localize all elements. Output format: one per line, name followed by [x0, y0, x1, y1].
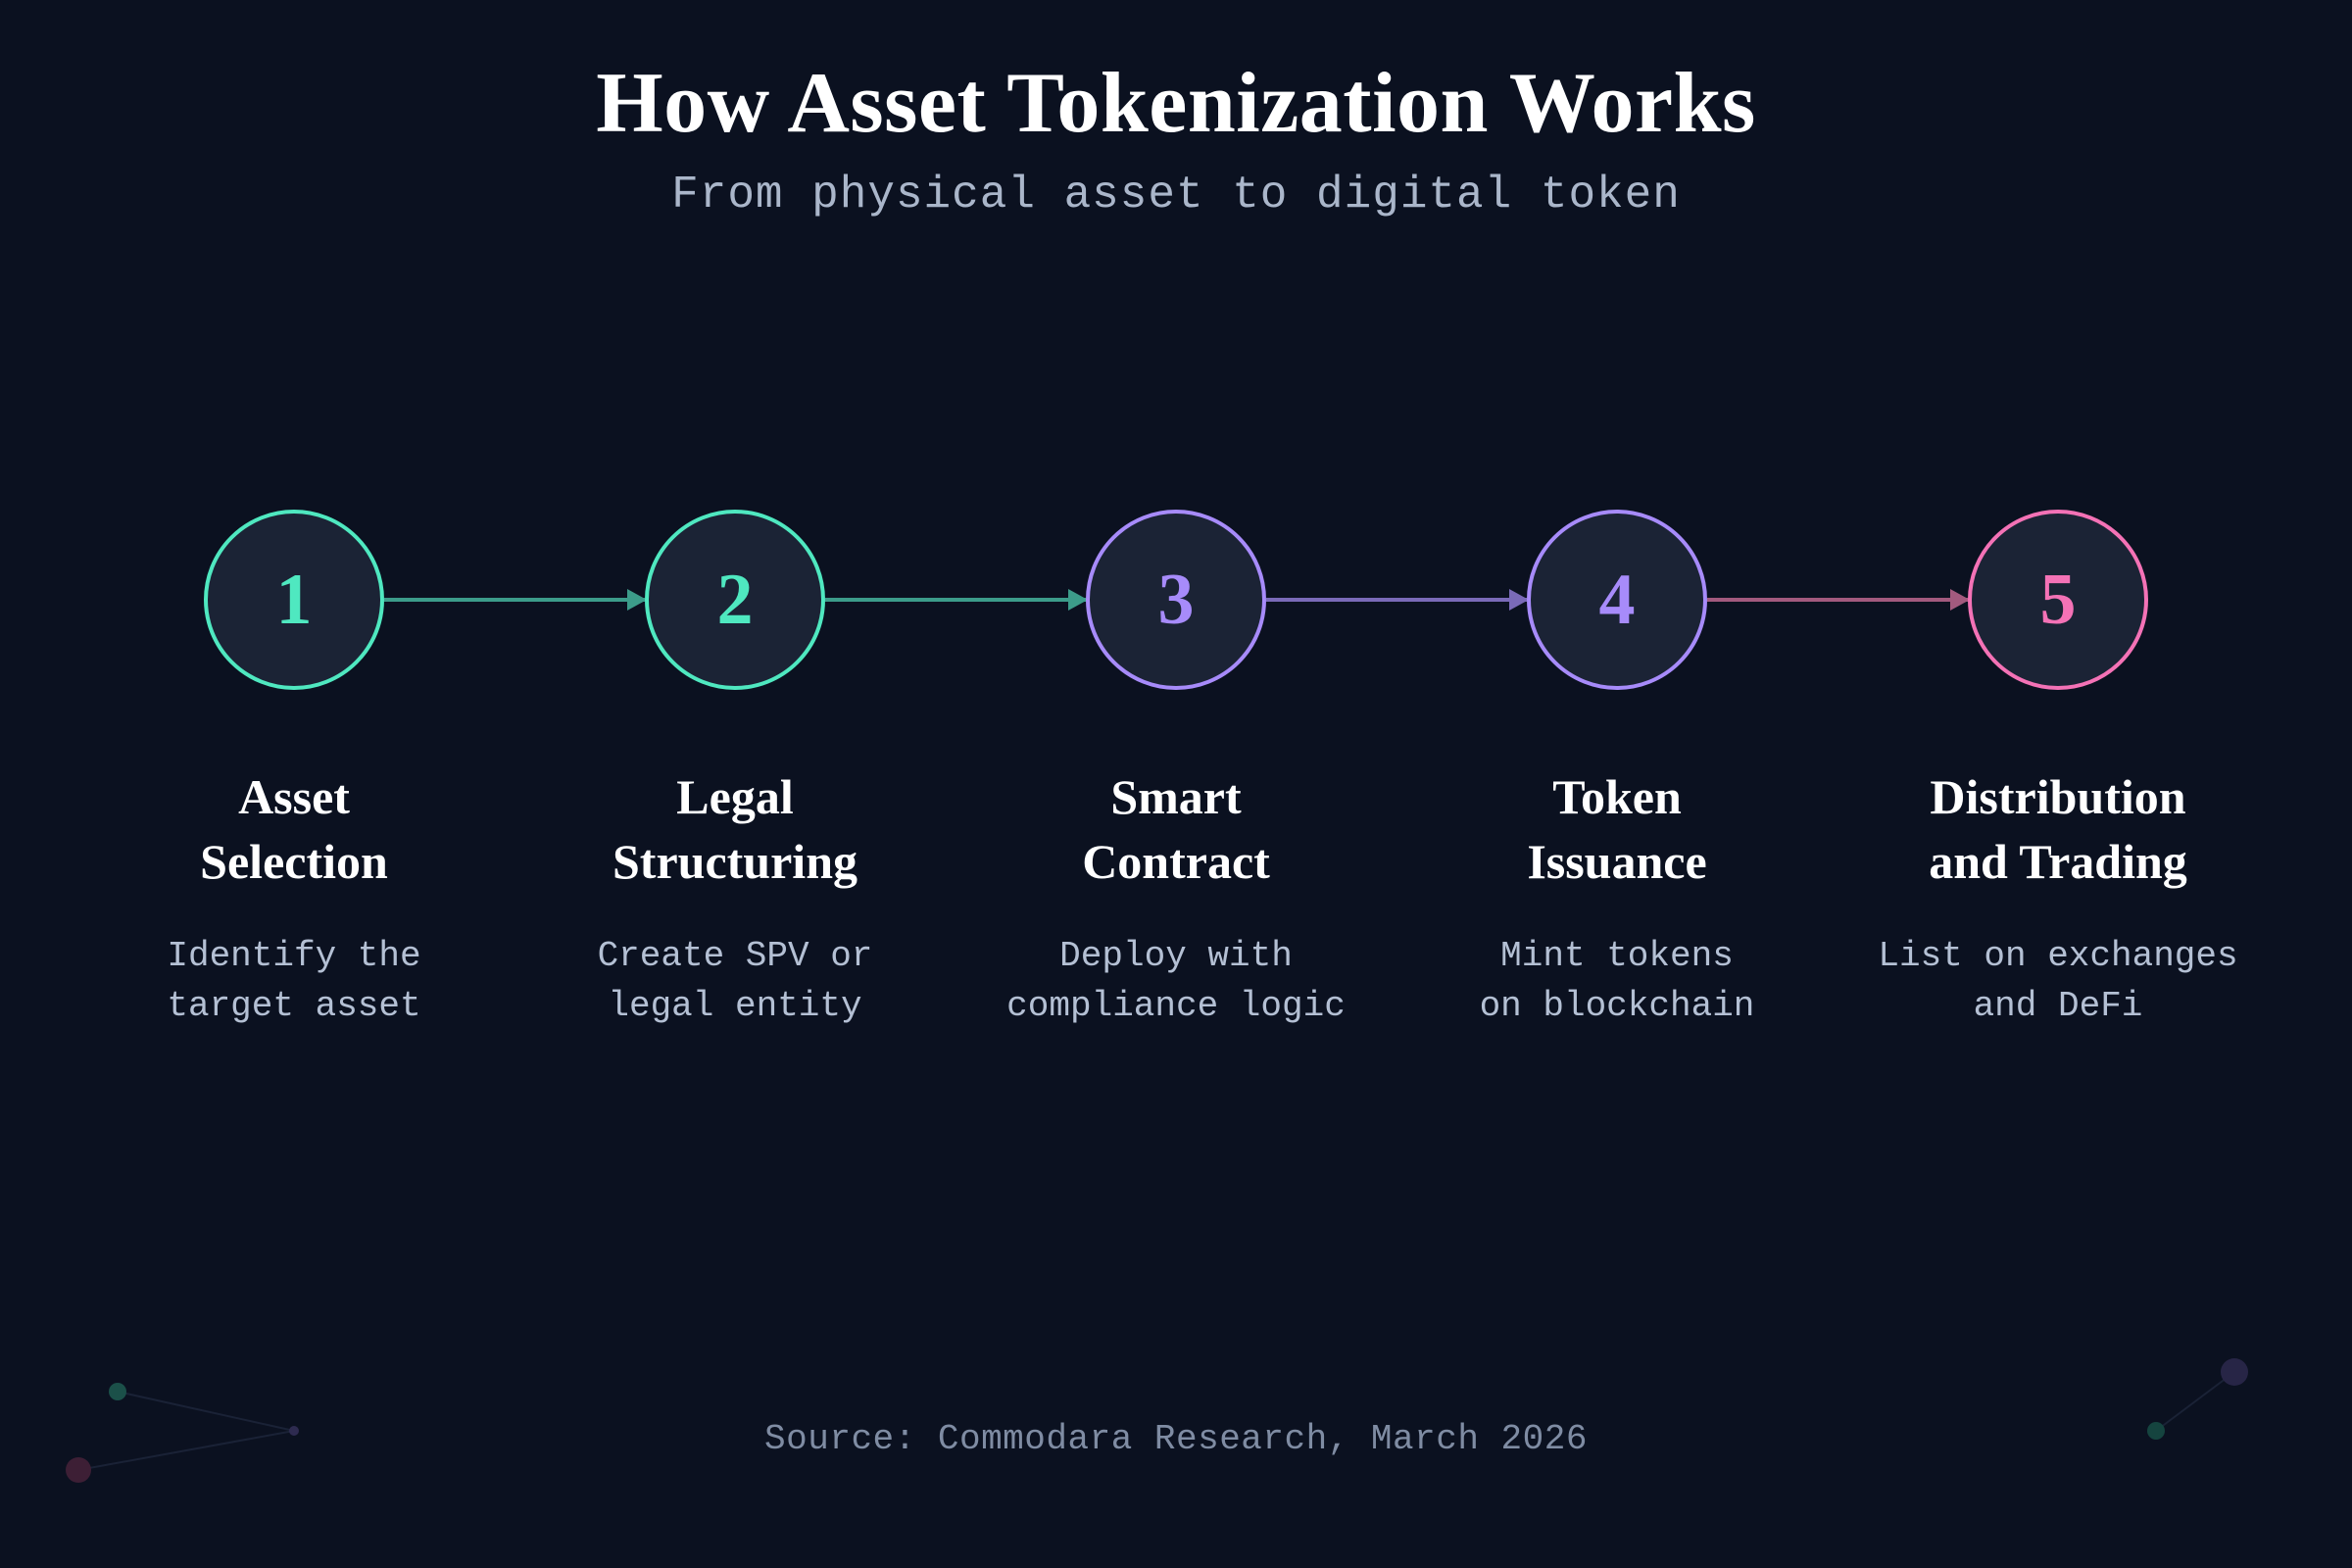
constellation-dot	[2221, 1358, 2248, 1386]
step-node-5[interactable]: 5	[1968, 510, 2148, 690]
constellation-dot	[66, 1457, 91, 1483]
step-title: Distribution and Trading	[1929, 769, 2187, 889]
source-caption: Source: Commodara Research, March 2026	[764, 1419, 1588, 1459]
arrow-head-icon	[1509, 589, 1529, 611]
page-subtitle: From physical asset to digital token	[671, 170, 1681, 221]
step-title: Legal Structuring	[612, 769, 858, 889]
step-number: 5	[2039, 560, 2077, 640]
step-number: 3	[1157, 560, 1195, 640]
step-description: Mint tokens on blockchain	[1479, 936, 1755, 1027]
connector-line	[384, 598, 645, 602]
arrow-head-icon	[627, 589, 647, 611]
step-node-3[interactable]: 3	[1086, 510, 1266, 690]
constellation-dot	[109, 1383, 126, 1400]
connector-line	[1707, 598, 1968, 602]
flow-connector	[1266, 589, 1529, 611]
arrow-head-icon	[1068, 589, 1088, 611]
flow-connector	[825, 589, 1088, 611]
step-node-1[interactable]: 1	[204, 510, 384, 690]
step-number: 2	[716, 560, 754, 640]
step-description: Deploy with compliance logic	[1006, 936, 1346, 1027]
step-title: Smart Contract	[1082, 769, 1270, 889]
step-number: 4	[1598, 560, 1636, 640]
step-description: List on exchanges and DeFi	[1878, 936, 2238, 1027]
step-description: Identify the target asset	[167, 936, 421, 1027]
step-node-2[interactable]: 2	[645, 510, 825, 690]
step-title: Asset Selection	[200, 769, 388, 889]
step-title: Token Issuance	[1527, 769, 1707, 889]
step-number: 1	[275, 560, 313, 640]
flow-connector	[384, 589, 647, 611]
step-description: Create SPV or legal entity	[597, 936, 873, 1027]
connector-line	[1266, 598, 1527, 602]
page-title: How Asset Tokenization Works	[596, 56, 1756, 151]
step-node-4[interactable]: 4	[1527, 510, 1707, 690]
connector-line	[825, 598, 1086, 602]
header: How Asset Tokenization Works From physic…	[0, 56, 2352, 221]
process-flow-row: 1 2 3 4 5	[0, 510, 2352, 764]
arrow-head-icon	[1950, 589, 1970, 611]
flow-connector	[1707, 589, 1970, 611]
